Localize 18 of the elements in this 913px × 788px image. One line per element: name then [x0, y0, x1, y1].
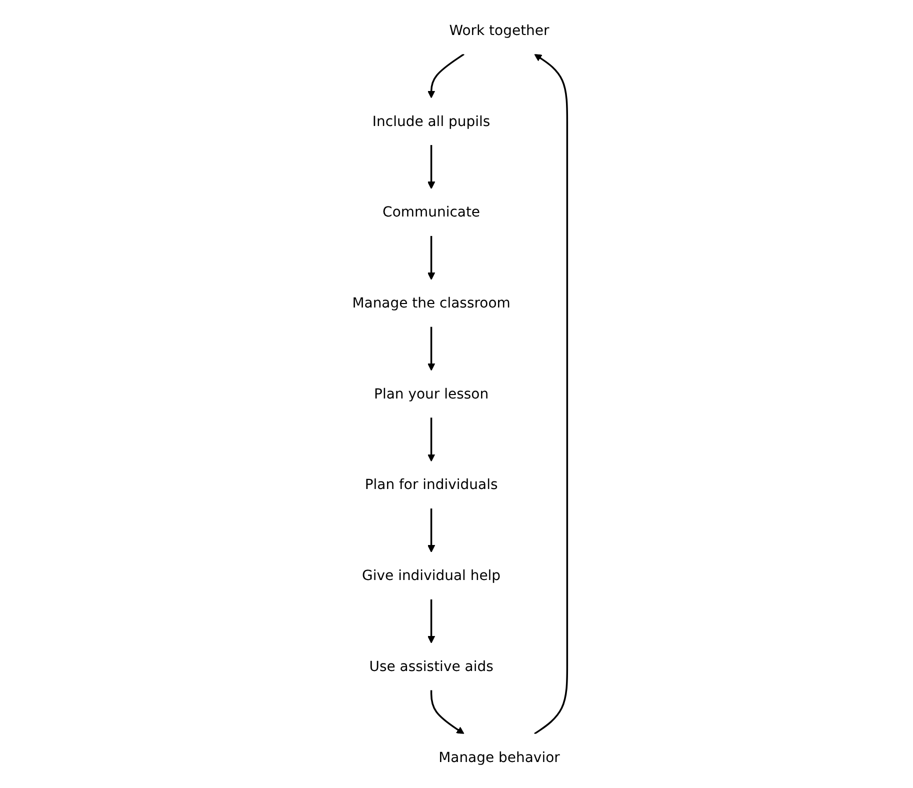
- arrow: [428, 418, 436, 462]
- node-text: Work together: [450, 22, 550, 38]
- node-text: Plan your lesson: [374, 385, 490, 402]
- arrow: [428, 145, 436, 190]
- node-text: Manage the classroom: [352, 294, 511, 312]
- node-text: Communicate: [383, 204, 480, 220]
- node-text: Plan for individuals: [365, 476, 498, 493]
- arrow: [428, 53, 465, 98]
- arrow: [428, 326, 436, 371]
- arrow: [428, 599, 436, 644]
- arrow: [428, 508, 436, 552]
- node-text: Give individual help: [362, 566, 502, 584]
- arrow: [428, 236, 436, 280]
- arrow: [534, 54, 568, 735]
- arrow: [430, 690, 465, 734]
- node-text: Use assistive aids: [370, 658, 494, 674]
- node-text: Manage behavior: [439, 748, 560, 766]
- node-text: Include all pupils: [372, 112, 491, 130]
